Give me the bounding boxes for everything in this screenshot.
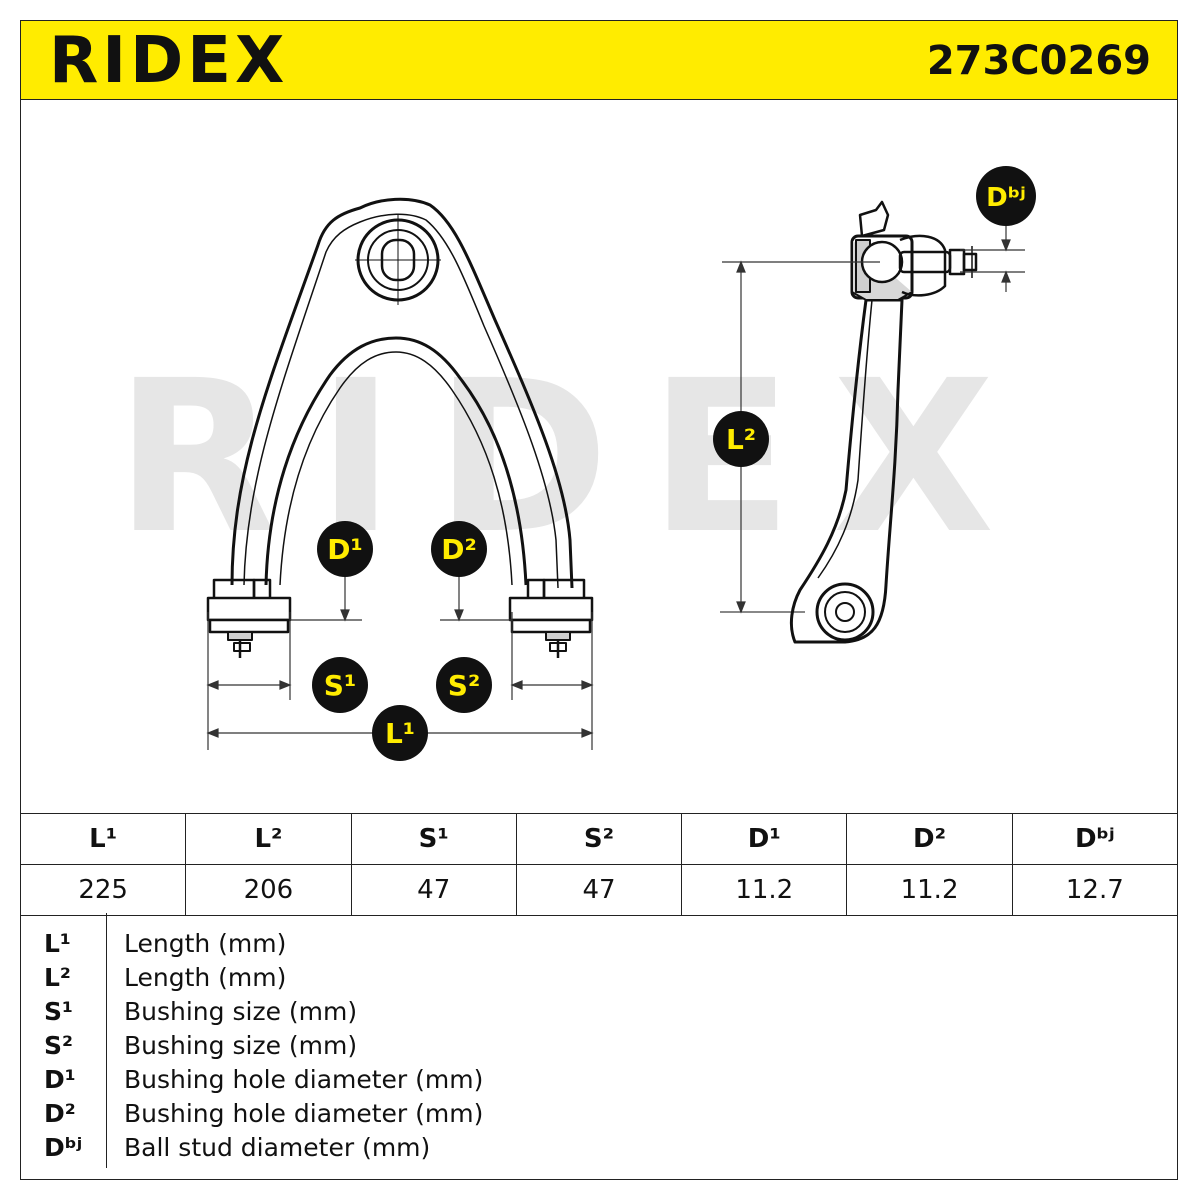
- side-bushing-eye: [815, 582, 875, 642]
- col-header-l1: L¹: [19, 813, 187, 865]
- badge-d1: D¹: [317, 521, 373, 577]
- col-header-d2: D²: [846, 813, 1013, 865]
- col-header-l2: L²: [185, 813, 352, 865]
- svg-text:Dᵇʲ: Dᵇʲ: [986, 183, 1026, 213]
- legend-item: D¹ Bushing hole diameter (mm): [20, 1063, 1178, 1097]
- legend-key: L²: [44, 963, 71, 992]
- legend-item: L² Length (mm): [20, 961, 1178, 995]
- specs-header-row: L¹ L² S¹ S² D¹ D² Dᵇʲ: [19, 813, 1179, 865]
- brand-logo: RIDEX: [49, 24, 289, 98]
- right-bushing: [508, 578, 594, 658]
- specs-table: L¹ L² S¹ S² D¹ D² Dᵇʲ 225 206 47 47 11.2…: [19, 813, 1179, 916]
- legend-item: D² Bushing hole diameter (mm): [20, 1097, 1178, 1131]
- svg-text:D²: D²: [441, 533, 477, 566]
- svg-text:L²: L²: [726, 423, 756, 456]
- legend-desc: Length (mm): [124, 929, 287, 958]
- side-arm-body: [789, 298, 904, 644]
- legend-key: Dᵇʲ: [44, 1133, 83, 1162]
- legend-divider: [106, 913, 107, 1168]
- specs-value-row: 225 206 47 47 11.2 11.2 12.7: [19, 864, 1179, 916]
- watermark: RIDEX: [115, 335, 1035, 580]
- svg-text:D¹: D¹: [327, 533, 363, 566]
- part-number: 273C0269: [926, 38, 1151, 84]
- side-bushing-hole: [835, 602, 855, 622]
- value-l1: 225: [19, 864, 187, 916]
- arm-outer-edge: [243, 213, 559, 589]
- legend-desc: Bushing hole diameter (mm): [124, 1099, 484, 1128]
- legend-item: L¹ Length (mm): [20, 927, 1178, 961]
- legend-desc: Bushing size (mm): [124, 997, 358, 1026]
- col-header-s2: S²: [515, 813, 683, 865]
- header-bar: RIDEX 273C0269: [20, 20, 1178, 100]
- arm-outer-profile: [230, 197, 574, 589]
- side-bushing-ring: [824, 591, 866, 633]
- value-l2: 206: [185, 864, 352, 916]
- svg-text:S¹: S¹: [324, 669, 356, 702]
- control-arm-side-view: [720, 200, 978, 644]
- badge-l2: L²: [713, 411, 769, 467]
- col-header-dbj: Dᵇʲ: [1011, 813, 1179, 865]
- ball-joint-housing: [850, 200, 978, 301]
- badge-s2: S²: [436, 657, 492, 713]
- value-d1: 11.2: [681, 864, 848, 916]
- legend-item: S¹ Bushing size (mm): [20, 995, 1178, 1029]
- legend-desc: Bushing size (mm): [124, 1031, 358, 1060]
- value-dbj: 12.7: [1011, 864, 1179, 916]
- side-arm-edge: [817, 299, 873, 579]
- badge-l1: L¹: [372, 705, 428, 761]
- arm-inner-edge: [279, 351, 513, 586]
- value-d2: 11.2: [846, 864, 1013, 916]
- value-s1: 47: [350, 864, 517, 916]
- arm-inner-arch: [264, 336, 528, 586]
- col-header-s1: S¹: [350, 813, 517, 865]
- svg-text:L¹: L¹: [385, 717, 415, 750]
- legend-key: L¹: [44, 929, 71, 958]
- svg-text:S²: S²: [448, 669, 480, 702]
- legend-key: S²: [44, 1031, 73, 1060]
- badge-s1: S¹: [312, 657, 368, 713]
- badge-d2: D²: [431, 521, 487, 577]
- value-s2: 47: [515, 864, 683, 916]
- col-header-d1: D¹: [681, 813, 848, 865]
- left-bushing: [206, 578, 292, 658]
- legend-key: S¹: [44, 997, 73, 1026]
- legend-desc: Ball stud diameter (mm): [124, 1133, 431, 1162]
- legend-item: S² Bushing size (mm): [20, 1029, 1178, 1063]
- badge-dbj: Dᵇʲ: [976, 166, 1036, 226]
- control-arm-front-view: [206, 197, 594, 658]
- legend: L¹ Length (mm) L² Length (mm) S¹ Bushing…: [20, 913, 1178, 1180]
- legend-desc: Length (mm): [124, 963, 287, 992]
- legend-item: Dᵇʲ Ball stud diameter (mm): [20, 1131, 1178, 1165]
- legend-key: D²: [44, 1099, 76, 1128]
- legend-key: D¹: [44, 1065, 76, 1094]
- legend-desc: Bushing hole diameter (mm): [124, 1065, 484, 1094]
